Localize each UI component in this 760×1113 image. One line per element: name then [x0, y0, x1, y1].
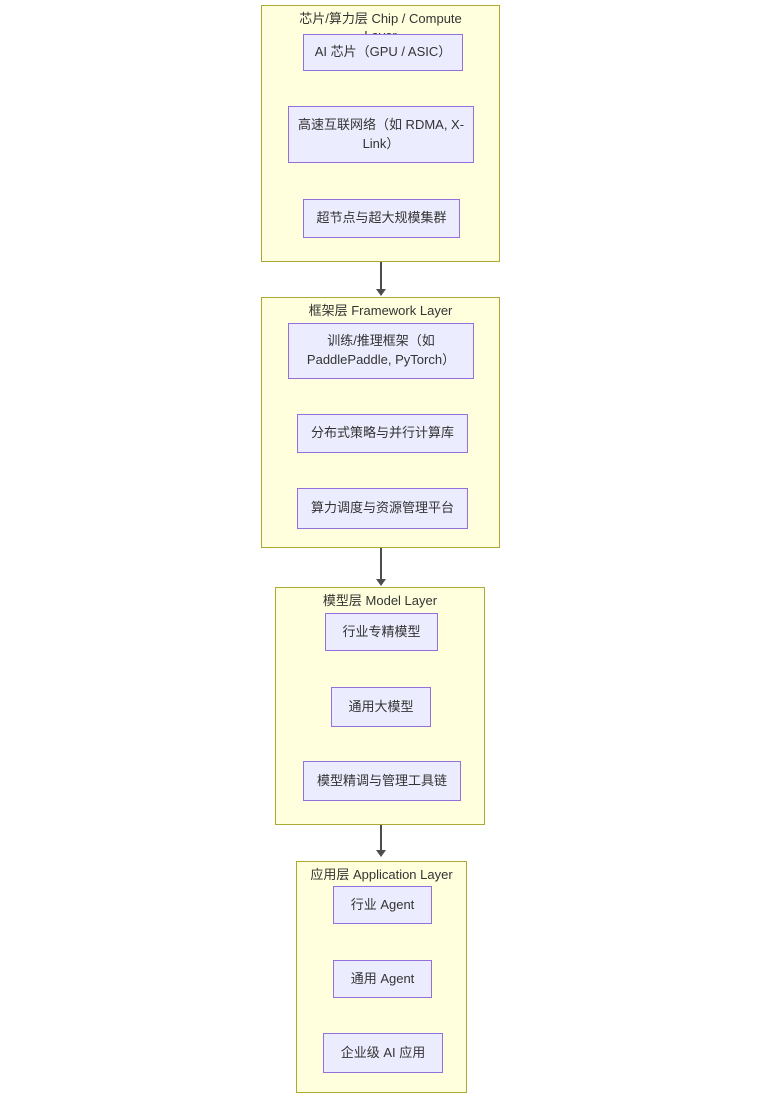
layer-application-title: 应用层 Application Layer	[310, 867, 453, 882]
arrow-framework-to-model	[374, 548, 387, 586]
arrow-head-icon	[376, 289, 386, 296]
node-general-model: 通用大模型	[331, 687, 431, 727]
layer-framework-title: 框架层 Framework Layer	[308, 303, 453, 318]
node-compute-scheduling: 算力调度与资源管理平台	[297, 488, 468, 529]
node-interconnect-network: 高速互联网络（如 RDMA, X-Link）	[288, 106, 474, 163]
node-general-agent: 通用 Agent	[333, 960, 432, 998]
layer-application: 应用层 Application Layer 行业 Agent 通用 Agent …	[296, 861, 467, 1093]
arrow-model-to-application	[374, 825, 387, 857]
node-ai-chip: AI 芯片（GPU / ASIC）	[303, 34, 463, 71]
layer-chip-compute: 芯片/算力层 Chip / Compute Layer AI 芯片（GPU / …	[261, 5, 500, 262]
node-distributed-strategy: 分布式策略与并行计算库	[297, 414, 468, 453]
arrow-chip-to-framework	[374, 262, 387, 296]
node-industry-model: 行业专精模型	[325, 613, 438, 651]
node-enterprise-ai-app: 企业级 AI 应用	[323, 1033, 443, 1073]
layer-model: 模型层 Model Layer 行业专精模型 通用大模型 模型精调与管理工具链	[275, 587, 485, 825]
node-industry-agent: 行业 Agent	[333, 886, 432, 924]
arrow-head-icon	[376, 579, 386, 586]
arrow-shaft	[380, 548, 382, 580]
node-model-tuning-toolchain: 模型精调与管理工具链	[303, 761, 461, 801]
arrow-shaft	[380, 825, 382, 851]
layer-model-title: 模型层 Model Layer	[322, 593, 438, 608]
node-training-inference-framework: 训练/推理框架（如 PaddlePaddle, PyTorch）	[288, 323, 474, 379]
layer-framework: 框架层 Framework Layer 训练/推理框架（如 PaddlePadd…	[261, 297, 500, 548]
arrow-head-icon	[376, 850, 386, 857]
arrow-shaft	[380, 262, 382, 290]
node-supernode-cluster: 超节点与超大规模集群	[303, 199, 460, 238]
